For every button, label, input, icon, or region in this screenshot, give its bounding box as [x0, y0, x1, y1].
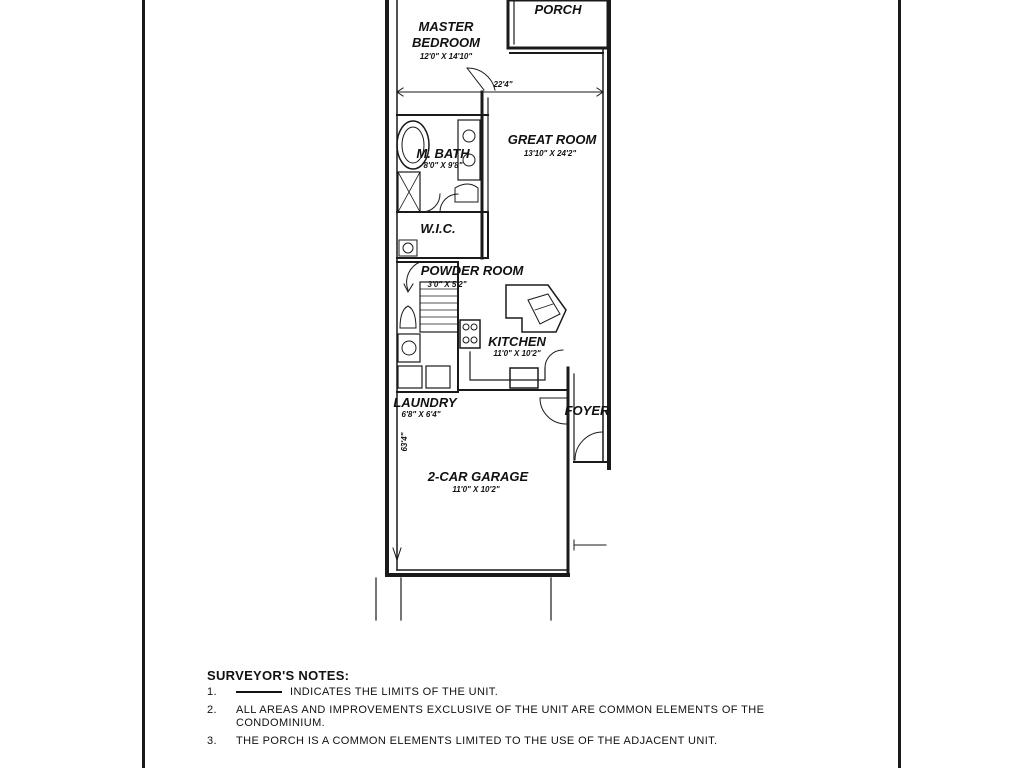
bedroom-door-swing — [466, 67, 496, 91]
stair — [419, 281, 459, 333]
porch-label: PORCH — [535, 2, 583, 17]
porch-outline — [506, 0, 610, 50]
toilet — [454, 183, 479, 203]
garage-label: 2-CAR GARAGE — [427, 469, 529, 484]
laundry-size: 6'8" X 6'4" — [402, 410, 441, 419]
room-labels: PORCH MASTER BEDROOM 12'0" X 14'10" 22'4… — [393, 2, 610, 494]
great-room-label: GREAT ROOM — [508, 132, 598, 147]
note-text: INDICATES THE LIMITS OF THE UNIT. — [290, 686, 499, 698]
wic-label: W.I.C. — [420, 221, 455, 236]
powder-room-size: 3'0" X 5'2" — [428, 280, 467, 289]
master-bedroom-label-2: BEDROOM — [412, 35, 481, 50]
note-1: 1. INDICATES THE LIMITS OF THE UNIT. — [207, 686, 847, 699]
floor-plan: PORCH MASTER BEDROOM 12'0" X 14'10" 22'4… — [375, 0, 611, 621]
powder-room-label: POWDER ROOM — [421, 263, 525, 278]
unit-limit-line-symbol — [236, 691, 282, 694]
surveyor-notes: SURVEYOR'S NOTES: 1. INDICATES THE LIMIT… — [207, 668, 847, 753]
garage-size: 11'0" X 10'2" — [452, 485, 499, 494]
left-frame-line — [142, 0, 145, 768]
kitchen-counter — [469, 351, 546, 381]
note-text: THE PORCH IS A COMMON ELEMENTS LIMITED T… — [236, 735, 718, 747]
notes-title: SURVEYOR'S NOTES: — [207, 668, 350, 683]
kitchen-wall — [457, 261, 569, 391]
note-number: 1. — [207, 686, 217, 698]
bath-label: M. BATH — [416, 146, 470, 161]
range — [459, 319, 481, 349]
great-room-size: 13'10" X 24'2" — [524, 149, 577, 158]
note-2: 2. ALL AREAS AND IMPROVEMENTS EXCLUSIVE … — [207, 704, 847, 730]
foyer-label: FOYER — [565, 403, 610, 418]
kitchen-island — [505, 284, 567, 333]
note-number: 2. — [207, 704, 217, 716]
bath-size: 8'0" X 9'8" — [424, 161, 463, 170]
master-bedroom-label-1: MASTER — [419, 19, 475, 34]
water-heater — [397, 333, 421, 363]
powder-toilet — [399, 305, 417, 329]
vanity — [457, 119, 481, 181]
master-bedroom-size: 12'0" X 14'10" — [420, 52, 473, 61]
kitchen-label: KITCHEN — [488, 334, 546, 349]
wic-wall — [396, 211, 489, 259]
note-3: 3. THE PORCH IS A COMMON ELEMENTS LIMITE… — [207, 735, 847, 748]
laundry-label: LAUNDRY — [393, 395, 458, 410]
kitchen-size: 11'0" X 10'2" — [493, 349, 540, 358]
right-frame-line — [898, 0, 901, 768]
tub — [396, 120, 430, 170]
dryer — [425, 365, 451, 389]
washer — [397, 365, 423, 389]
side-dimension: 63'4" — [400, 432, 409, 451]
overall-width-dim: 22'4" — [492, 80, 512, 89]
entry-door-swing — [574, 431, 604, 461]
powder-door-swing — [406, 261, 421, 291]
foyer-door-swing — [539, 397, 567, 425]
note-text: ALL AREAS AND IMPROVEMENTS EXCLUSIVE OF … — [236, 704, 765, 729]
sink — [509, 367, 539, 389]
note-number: 3. — [207, 735, 217, 747]
